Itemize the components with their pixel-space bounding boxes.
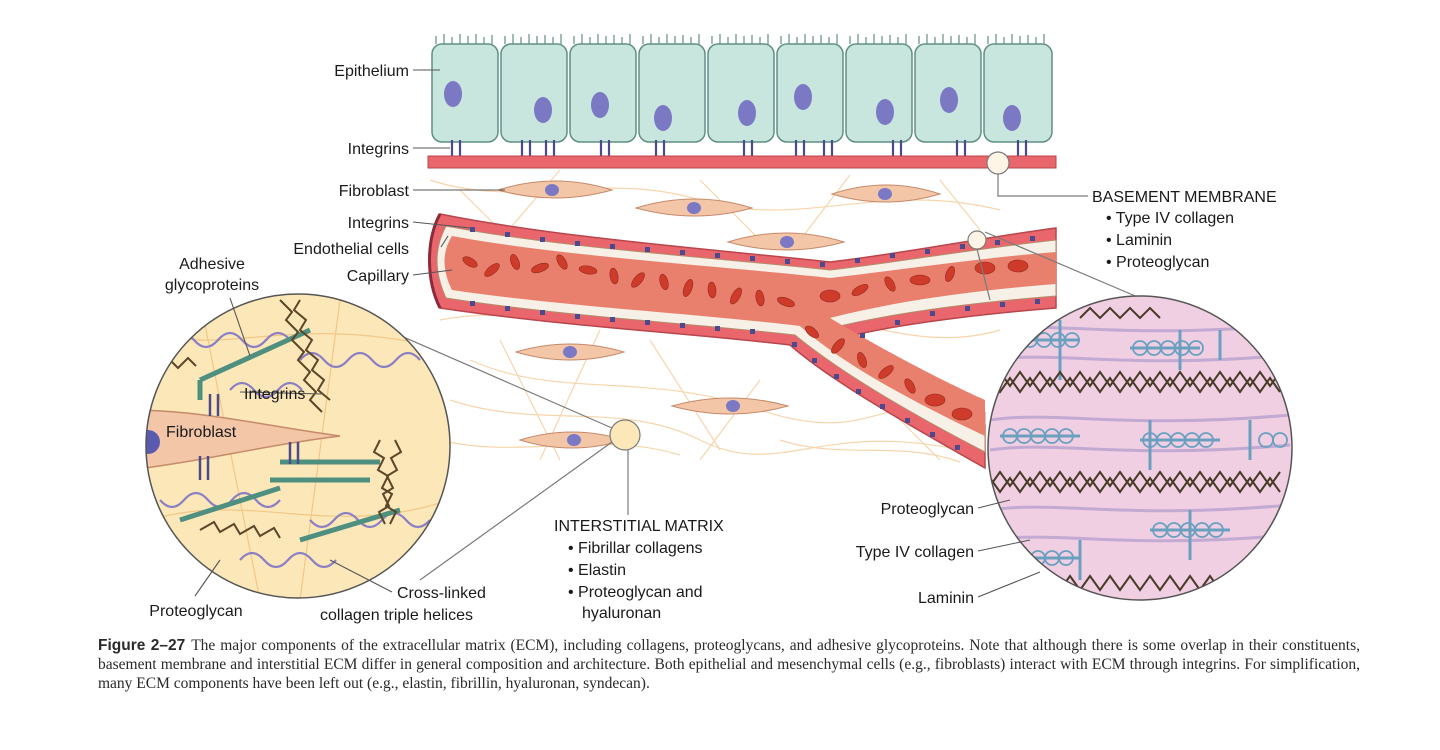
interstitial-matrix-inset [145, 293, 451, 599]
label-epithelium: Epithelium [334, 63, 409, 80]
label-laminin: Laminin [918, 590, 974, 607]
red-blood-cells [462, 254, 1029, 421]
epithelial-cell [431, 43, 499, 143]
capillary-integrins [470, 227, 1040, 450]
laminin-chains [1000, 320, 1252, 580]
fibroblast-cell [518, 431, 626, 449]
label-adhesive: Adhesive [179, 256, 245, 273]
interstitial-matrix-item: hyaluronan [582, 605, 661, 622]
type-iv-collagen-network [989, 306, 1281, 592]
epithelial-cell [707, 43, 775, 143]
epithelial-cell [500, 43, 568, 143]
microvilli [435, 34, 1045, 44]
epithelial-cell [569, 43, 637, 143]
basement-membrane-item: • Proteoglycan [1106, 254, 1209, 271]
basement-membrane-item: • Laminin [1106, 232, 1172, 249]
proteoglycan-strands [159, 331, 431, 569]
basement-membrane-item: • Type IV collagen [1106, 210, 1234, 227]
label-cross-linked: Cross-linked [397, 585, 486, 602]
figure-label: Figure 2–27 [98, 637, 186, 654]
capillary-lumen [444, 236, 1056, 436]
interstitial-matrix-legend: INTERSTITIAL MATRIX • Fibrillar collagen… [554, 518, 724, 622]
fibroblast-cell [726, 232, 846, 251]
label-integrins-mid: Integrins [348, 215, 409, 232]
adhesive-glycoprotein-rods [179, 327, 401, 543]
label-endothelial-cells: Endothelial cells [293, 241, 409, 258]
epithelial-integrins [450, 140, 1028, 156]
label-capillary: Capillary [347, 268, 409, 285]
caption-text: The major components of the extracellula… [98, 637, 1360, 692]
fibroblast-cell [670, 397, 790, 415]
leader-lines [194, 69, 1041, 598]
zoom-callouts [359, 151, 1141, 581]
label-collagen-triple-helices: collagen triple helices [320, 607, 473, 624]
label-fibroblast-inset: Fibroblast [166, 424, 237, 441]
interstitial-matrix-item: • Elastin [568, 562, 626, 579]
fibroblast-cell [634, 198, 754, 217]
epithelial-cell [845, 43, 913, 143]
epithelial-cell [638, 43, 706, 143]
label-fibroblast: Fibroblast [339, 183, 410, 200]
label-integrins-top: Integrins [348, 141, 409, 158]
fibroblast-cell [496, 180, 614, 199]
inset-integrins [198, 394, 300, 480]
inset-fibroblast [146, 409, 341, 471]
label-proteoglycan-left: Proteoglycan [149, 603, 242, 620]
proteoglycan-beads [1002, 332, 1288, 566]
basement-membrane-legend: BASEMENT MEMBRANE • Type IV collagen • L… [1092, 189, 1277, 271]
epithelial-cell [914, 43, 982, 143]
label-glycoproteins: glycoproteins [165, 277, 259, 294]
interstitial-matrix-item: • Fibrillar collagens [568, 540, 703, 557]
epithelial-cell [983, 43, 1053, 143]
interstitial-matrix-item: • Proteoglycan and [568, 584, 703, 601]
basement-membrane-title: BASEMENT MEMBRANE [1092, 189, 1277, 206]
stromal-fibroblasts [496, 180, 942, 449]
label-proteoglycan-right: Proteoglycan [881, 501, 974, 518]
label-integrins-inset: Integrins [244, 386, 305, 403]
fibroblast-cell [830, 184, 942, 203]
fibroblast-cell [514, 343, 626, 361]
epithelium-layer [431, 34, 1053, 143]
epithelial-cell [776, 43, 844, 143]
label-type-iv-collagen: Type IV collagen [856, 544, 974, 561]
capillary [428, 213, 1057, 470]
interstitial-matrix-title: INTERSTITIAL MATRIX [554, 518, 724, 535]
epithelial-basement-membrane [427, 155, 1057, 169]
capillary-rim [428, 213, 442, 309]
basement-membrane-inset [987, 295, 1293, 601]
